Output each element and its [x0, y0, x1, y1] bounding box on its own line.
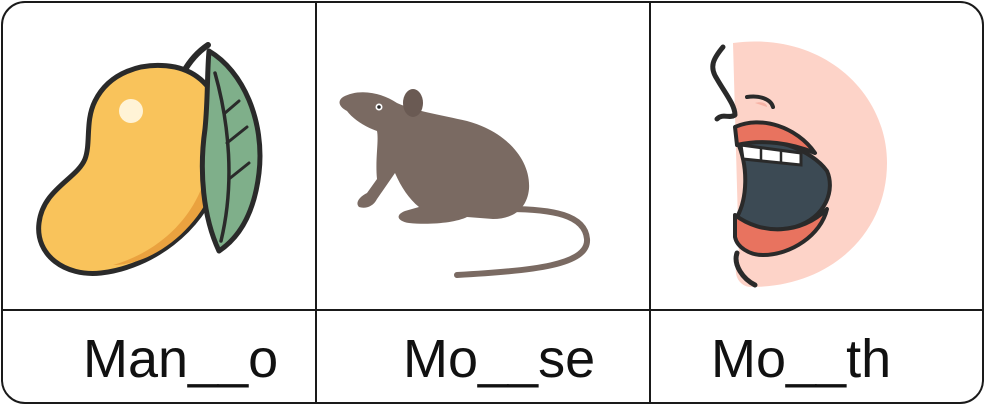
word-mouth: Mo__th: [711, 329, 892, 389]
word-mango: Man__o: [83, 329, 279, 389]
divider-horizontal: [3, 309, 982, 311]
mango-cell: [3, 3, 315, 309]
mouth-cell: [651, 3, 982, 309]
mango-icon: [36, 42, 263, 276]
word-mouse: Mo__se: [403, 329, 596, 389]
mouse-cell: [317, 3, 649, 309]
divider-2: [649, 3, 651, 402]
mouth-icon: [710, 41, 887, 288]
mouse-icon: [339, 89, 590, 278]
divider-1: [315, 3, 317, 402]
